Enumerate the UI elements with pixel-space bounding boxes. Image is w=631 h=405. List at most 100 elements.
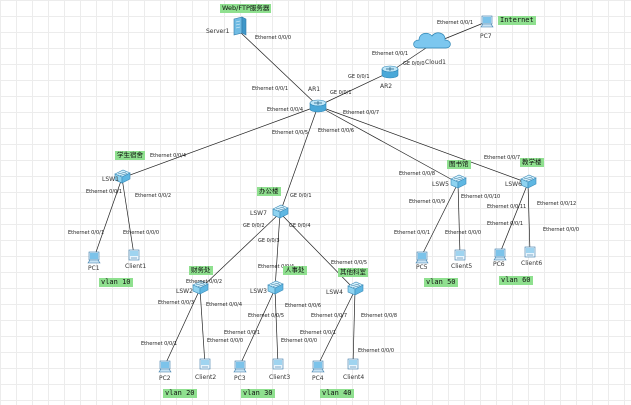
port-label: Ethernet 0/0/7 <box>484 155 520 161</box>
port-label: GE 0/0/3 <box>258 238 280 244</box>
port-label: GE 0/0/1 <box>348 74 370 80</box>
link-lsw2-client2 <box>199 288 206 366</box>
device-name-client3: Client3 <box>269 374 290 381</box>
device-name-cloud1: Cloud1 <box>425 59 446 66</box>
link-lsw6-pc6 <box>499 182 529 254</box>
device-name-pc4: PC4 <box>312 375 324 382</box>
link-lsw6-client6 <box>527 182 531 254</box>
link-lsw7-lsw4 <box>279 212 356 291</box>
tag-vlan40: vlan 40 <box>320 389 354 398</box>
port-label: Ethernet 0/0/1 <box>252 86 288 92</box>
client-icon-client3[interactable] <box>272 358 284 370</box>
port-label: Ethernet 0/0/9 <box>409 199 445 205</box>
device-name-lsw6: LSW6 <box>505 181 522 188</box>
port-label: Ethernet 0/0/0 <box>445 230 481 236</box>
link-lsw3-client3 <box>274 288 279 366</box>
port-label: Ethernet 0/0/0 <box>358 348 394 354</box>
server-icon[interactable] <box>233 16 247 36</box>
pc-icon-pc6[interactable] <box>493 248 507 261</box>
switch-icon-lsw7[interactable] <box>272 204 289 219</box>
tag-vlan10: vlan 10 <box>99 278 133 287</box>
link-lsw3-pc3 <box>239 288 276 366</box>
link-lsw1-pc1 <box>94 177 123 256</box>
router-icon-ar2[interactable] <box>381 65 399 79</box>
client-icon-client2[interactable] <box>199 358 211 370</box>
tag-hr: 人事处 <box>283 266 307 275</box>
port-label: GE 0/0/2 <box>243 223 265 229</box>
tag-library: 图书馆 <box>447 160 471 169</box>
device-name-client6: Client6 <box>521 260 542 267</box>
port-label: Ethernet 0/0/1 <box>487 221 523 227</box>
device-name-client2: Client2 <box>195 374 216 381</box>
port-label: Ethernet 0/0/1 <box>68 230 104 236</box>
tag-vlan30: vlan 30 <box>241 389 275 398</box>
links <box>94 21 531 366</box>
port-label: Ethernet 0/0/4 <box>258 264 294 270</box>
cloud-icon[interactable] <box>413 32 451 49</box>
client-icon-client6[interactable] <box>524 246 536 258</box>
tag-teaching: 教学楼 <box>520 158 544 167</box>
switch-icon-lsw4[interactable] <box>347 281 364 296</box>
switch-icon-lsw3[interactable] <box>267 280 284 295</box>
link-lsw7-lsw2 <box>199 212 281 290</box>
switch-icon-lsw5[interactable] <box>450 174 467 189</box>
port-label: Ethernet 0/0/8 <box>399 171 435 177</box>
client-icon-client5[interactable] <box>454 249 466 261</box>
port-label: Ethernet 0/0/2 <box>135 193 171 199</box>
link-ar1-lsw1 <box>121 105 319 179</box>
port-label: Ethernet 0/0/0 <box>543 227 579 233</box>
port-label: Ethernet 0/0/7 <box>343 110 379 116</box>
link-lsw1-client1 <box>121 177 135 256</box>
port-label: Ethernet 0/0/4 <box>267 107 303 113</box>
port-label: Ethernet 0/0/8 <box>361 313 397 319</box>
device-name-lsw7: LSW7 <box>250 210 267 217</box>
tag-office: 办公楼 <box>257 187 281 196</box>
link-ar1-lsw6 <box>317 105 529 184</box>
port-label: Ethernet 0/0/1 <box>224 330 260 336</box>
port-label: Ethernet 0/0/0 <box>281 338 317 344</box>
tag-vlan20: vlan 20 <box>163 389 197 398</box>
device-name-pc3: PC3 <box>234 375 246 382</box>
device-name-client5: Client5 <box>451 263 472 270</box>
port-label: GE 0/0/4 <box>289 223 311 229</box>
port-label: Ethernet 0/0/0 <box>207 338 243 344</box>
port-label: Ethernet 0/0/5 <box>331 260 367 266</box>
port-label: Ethernet 0/0/4 <box>206 302 242 308</box>
client-icon-client4[interactable] <box>347 358 359 370</box>
pc-icon-pc4[interactable] <box>311 360 325 373</box>
device-name-lsw4: LSW4 <box>326 289 343 296</box>
link-ar1-lsw5 <box>317 105 459 184</box>
router-icon-ar1[interactable] <box>309 99 327 113</box>
pc-icon-pc5[interactable] <box>415 251 429 264</box>
port-label: Ethernet 0/0/1 <box>300 330 336 336</box>
tag-dorm: 学生宿舍 <box>115 151 145 160</box>
link-lsw5-pc5 <box>421 182 459 256</box>
port-label: Ethernet 0/0/6 <box>285 303 321 309</box>
link-ar1-lsw7 <box>279 105 319 214</box>
port-label: Ethernet 0/0/6 <box>318 128 354 134</box>
port-label: Ethernet 0/0/2 <box>186 279 222 285</box>
port-label: Ethernet 0/0/4 <box>150 153 186 159</box>
tag-finance: 财务处 <box>189 266 213 275</box>
switch-icon-lsw6[interactable] <box>520 174 537 189</box>
device-name-pc2: PC2 <box>159 375 171 382</box>
link-lsw4-client4 <box>352 289 356 366</box>
client-icon-client1[interactable] <box>128 249 140 261</box>
link-ar1-server1 <box>239 31 319 107</box>
port-label: Ethernet 0/0/1 <box>394 230 430 236</box>
pc-icon-pc7[interactable] <box>480 15 494 28</box>
port-label: Ethernet 0/0/7 <box>311 313 347 319</box>
port-label: Ethernet 0/0/11 <box>487 204 526 210</box>
pc-icon-pc2[interactable] <box>158 360 172 373</box>
tag-vlan50: vlan 50 <box>424 278 458 287</box>
link-lsw2-pc2 <box>164 288 201 366</box>
port-label: GE 0/0/1 <box>290 193 312 199</box>
port-label: GE 0/0/0 <box>403 61 425 67</box>
tag-internet: Internet <box>498 16 536 25</box>
device-name-lsw1: LSW1 <box>102 176 119 183</box>
pc-icon-pc1[interactable] <box>87 251 101 264</box>
port-label: Ethernet 0/0/5 <box>248 313 284 319</box>
pc-icon-pc3[interactable] <box>233 360 247 373</box>
